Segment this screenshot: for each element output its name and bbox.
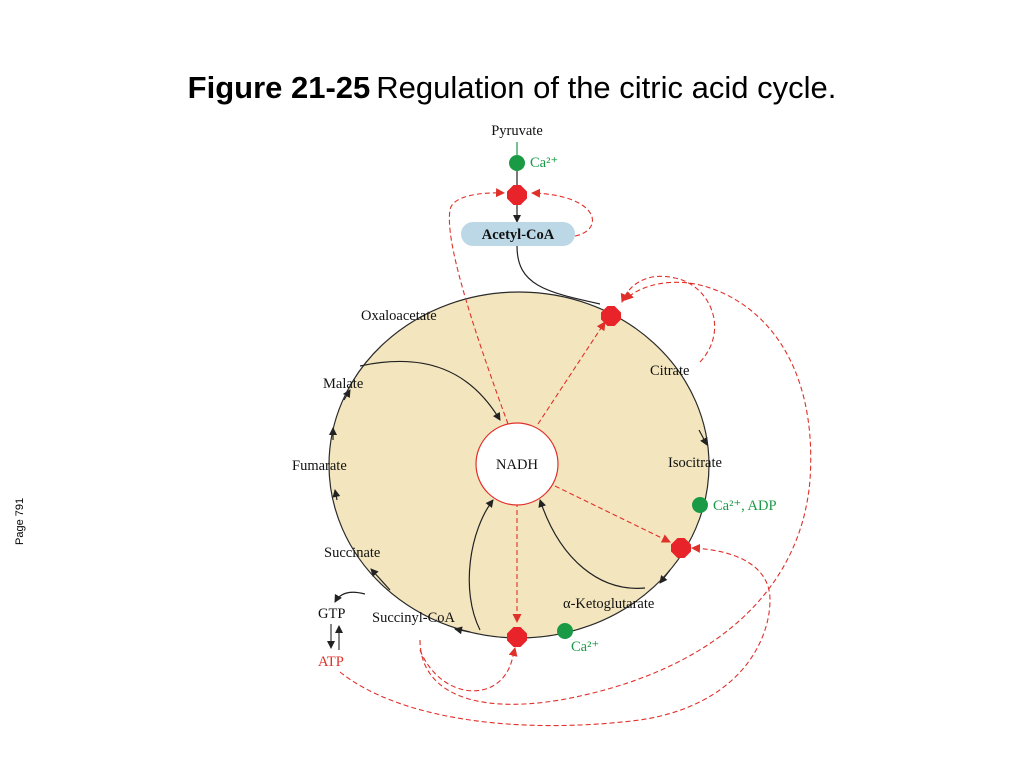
nadh-label: NADH — [496, 457, 538, 473]
acetyl-coa-label: Acetyl-CoA — [482, 227, 555, 243]
ketoglutarate-dh-activator-label: Ca²⁺ — [571, 639, 599, 655]
nadh-to-isocitrate-dh-inhibition — [554, 485, 671, 543]
ketoglutarate-dh-inhibited-step — [507, 627, 527, 647]
acetyl-coa-entry-line — [516, 245, 601, 305]
succinyl-nadh-arrow — [468, 499, 494, 631]
gtp-label: GTP — [318, 606, 345, 622]
succinyl-to-ketoglutarate-dh-inhibition — [419, 647, 518, 692]
malate-label: Malate — [323, 376, 363, 392]
oxaloacetate-label: Oxaloacetate — [361, 308, 437, 324]
figure-label: Figure 21-25 — [187, 70, 371, 105]
ketoglutarate-nadh-arrow — [538, 499, 646, 589]
isocitrate-dh-inhibited-step — [671, 538, 691, 558]
pdh-inhibited-step — [507, 185, 527, 205]
succinate-label: Succinate — [324, 545, 380, 561]
atp-to-citrate-synthase-inhibition — [419, 281, 812, 705]
succinyl-to-gtp-arrow — [334, 591, 366, 603]
isocitrate-dh-activator-label: Ca²⁺, ADP — [713, 498, 777, 514]
succinyl-coa-label: Succinyl-CoA — [372, 610, 455, 626]
rim-arrow-malate-oxaloacetate — [342, 389, 351, 401]
pdh-activator-label: Ca²⁺ — [530, 155, 558, 171]
nadh-to-pdh-inhibition — [448, 188, 509, 425]
acetylcoa-to-pdh-inhibition — [531, 188, 593, 237]
rim-arrow-succinate-fumarate — [332, 489, 341, 501]
atp-to-isocitrate-dh-inhibition — [339, 543, 771, 727]
ketoglutarate-label: α-Ketoglutarate — [563, 596, 654, 612]
fumarate-label: Fumarate — [292, 458, 347, 474]
figure-caption: Regulation of the citric acid cycle. — [376, 70, 837, 105]
citrate-label: Citrate — [650, 363, 689, 379]
atp-label: ATP — [318, 654, 344, 670]
nadh-node — [475, 422, 559, 506]
rim-arrow-to-succinyl-coa — [454, 626, 471, 635]
isocitrate-dh-activator-dot — [692, 497, 708, 513]
isocitrate-label: Isocitrate — [668, 455, 722, 471]
rim-arrow-succinyl-succinate — [370, 568, 391, 591]
acetyl-coa-box — [461, 222, 575, 246]
pdh-activator-dot — [509, 155, 525, 171]
malate-to-nadh-arrow — [359, 360, 501, 421]
nadh-to-citrate-synthase-inhibition — [537, 321, 606, 425]
rim-arrow-citrate-isocitrate — [698, 429, 708, 446]
rim-arrow-to-ketoglutarate — [659, 569, 671, 584]
ketoglutarate-dh-activator-dot — [557, 623, 573, 639]
citrate-synthase-inhibited-step — [601, 306, 621, 326]
pyruvate-label: Pyruvate — [491, 123, 543, 139]
